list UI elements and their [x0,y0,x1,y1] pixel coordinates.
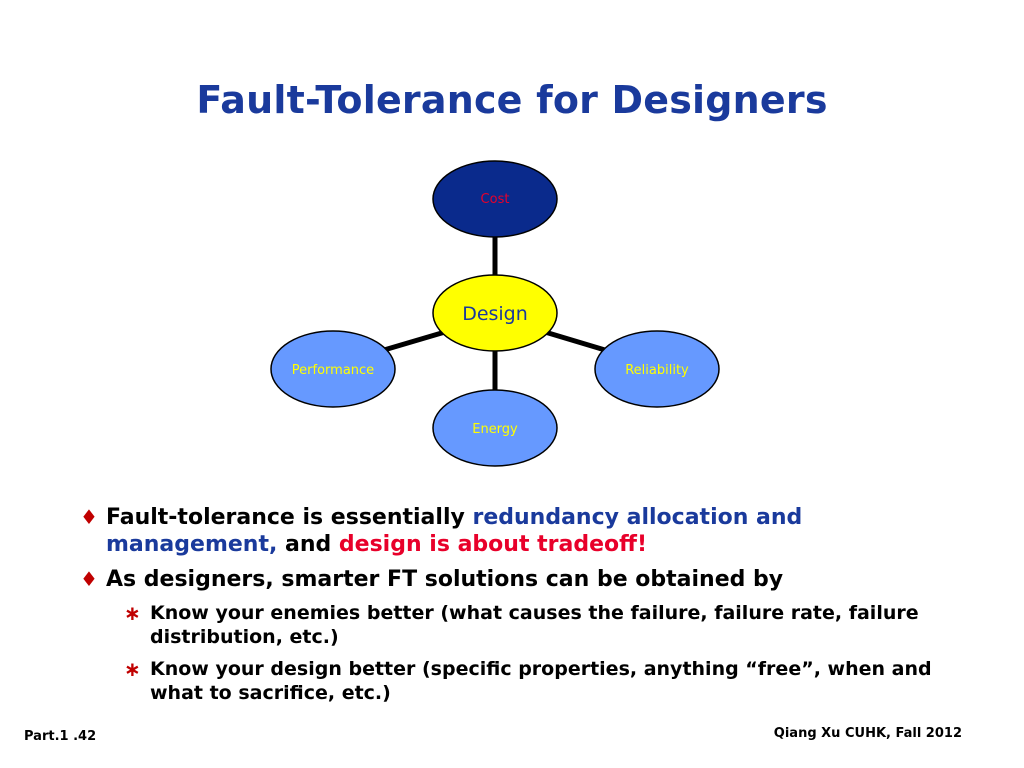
reliability-label: Reliability [625,363,689,378]
energy-node [432,389,558,467]
performance-node [270,330,396,408]
slide-footer-author: Qiang Xu CUHK, Fall 2012 [773,726,962,741]
sub-bullet-text: Know your design better (specific proper… [150,658,932,704]
cost-node [432,160,558,238]
sub-bullet-item: ∗ Know your design better (specific prop… [124,657,980,705]
sub-bullet-text: Know your enemies better (what causes th… [150,602,919,648]
slide-title: Fault-Tolerance for Designers [196,78,828,122]
bullet-item: ♦ Fault-tolerance is essentially redunda… [80,504,980,558]
energy-label: Energy [472,422,518,437]
bullet-item: ♦ As designers, smarter FT solutions can… [80,566,980,593]
bullet-text: Fault-tolerance is essentially redundanc… [106,505,803,557]
connector-performance [383,329,446,353]
sub-bullet-item: ∗ Know your enemies better (what causes … [124,601,980,649]
asterisk-bullet-icon: ∗ [124,657,141,681]
bullet-text: As designers, smarter FT solutions can b… [106,567,784,592]
bullet-list: ♦ Fault-tolerance is essentially redunda… [80,504,980,713]
performance-label: Performance [292,363,374,378]
reliability-node [594,330,720,408]
cost-label: Cost [481,192,510,207]
diamond-bullet-icon: ♦ [80,505,98,529]
connector-reliability [544,329,606,353]
asterisk-bullet-icon: ∗ [124,601,141,625]
slide-number: Part.1 .42 [24,729,97,744]
design-node [432,274,558,352]
design-label: Design [462,303,528,325]
diamond-bullet-icon: ♦ [80,567,98,591]
